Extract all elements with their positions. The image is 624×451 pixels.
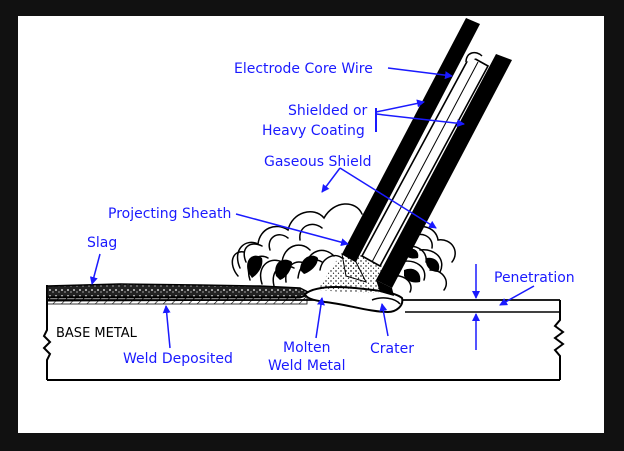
- arrow-shielded-right: [375, 113, 465, 128]
- slag-layer: [46, 283, 315, 298]
- crater: [371, 297, 401, 305]
- arrow-gaseous-shield-left: [321, 167, 341, 193]
- label-molten: Molten: [283, 340, 331, 356]
- arrow-weld-deposited: [162, 305, 171, 349]
- arrow-gaseous-shield-right: [339, 167, 437, 229]
- label-shielded-or: Shielded or: [288, 103, 368, 119]
- label-weld-deposited: Weld Deposited: [123, 351, 233, 367]
- arrow-molten-weld-metal: [315, 297, 325, 339]
- label-heavy-coating: Heavy Coating: [262, 123, 365, 139]
- label-projecting-sheath: Projecting Sheath: [108, 206, 231, 222]
- arrow-projecting-sheath: [235, 213, 349, 247]
- arrow-penetration: [499, 285, 535, 306]
- label-crater: Crater: [370, 341, 414, 357]
- arrow-slag: [89, 253, 101, 285]
- label-weld-metal: Weld Metal: [268, 358, 346, 374]
- arrow-crater: [379, 303, 389, 337]
- arrow-electrode-core-wire: [387, 67, 453, 80]
- label-gaseous-shield: Gaseous Shield: [264, 154, 372, 170]
- label-penetration: Penetration: [494, 270, 575, 286]
- label-slag: Slag: [87, 235, 117, 251]
- label-base-metal: BASE METAL: [56, 326, 138, 341]
- gaseous-shield-fill: [247, 248, 440, 283]
- label-electrode-core-wire: Electrode Core Wire: [234, 61, 373, 77]
- arrow-shielded-left: [375, 99, 425, 113]
